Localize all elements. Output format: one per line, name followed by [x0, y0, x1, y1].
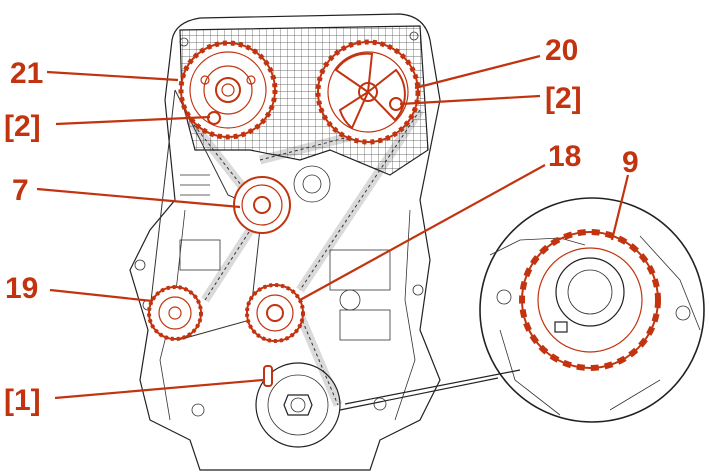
leader-2-right: [399, 94, 541, 106]
callout-1: [1]: [4, 384, 41, 417]
engine-block: [129, 13, 441, 471]
callout-21: 21: [10, 57, 43, 90]
callout-7: 7: [12, 174, 29, 207]
callout-2-right: [2]: [545, 82, 582, 115]
leader-18: [299, 164, 546, 301]
camshaft-sprocket-left: [178, 40, 278, 140]
leader-9: [610, 174, 630, 241]
leader-lines: [36, 54, 630, 400]
crankshaft-sprocket: [245, 283, 305, 343]
leader-7: [36, 187, 241, 209]
timing-pin: [263, 365, 273, 387]
leader-20: [414, 54, 541, 90]
callout-labels: 21 [2] 20 [2] 7 18 9 19 [1]: [4, 34, 639, 417]
leader-19: [49, 288, 153, 303]
callout-19: 19: [5, 272, 38, 305]
callout-20: 20: [545, 34, 578, 67]
leader-2-left: [55, 115, 211, 126]
leader-1: [54, 378, 264, 400]
callout-2-left: [2]: [4, 110, 41, 143]
camshaft-sprocket-right: [315, 39, 421, 145]
detail-magnifier: [339, 197, 705, 423]
callout-9: 9: [622, 146, 639, 179]
crankshaft-hub: [255, 362, 341, 448]
leader-21: [46, 70, 179, 82]
tensioner-pulley: [233, 176, 291, 234]
callout-18: 18: [548, 140, 581, 173]
water-pump-pulley: [147, 285, 203, 341]
